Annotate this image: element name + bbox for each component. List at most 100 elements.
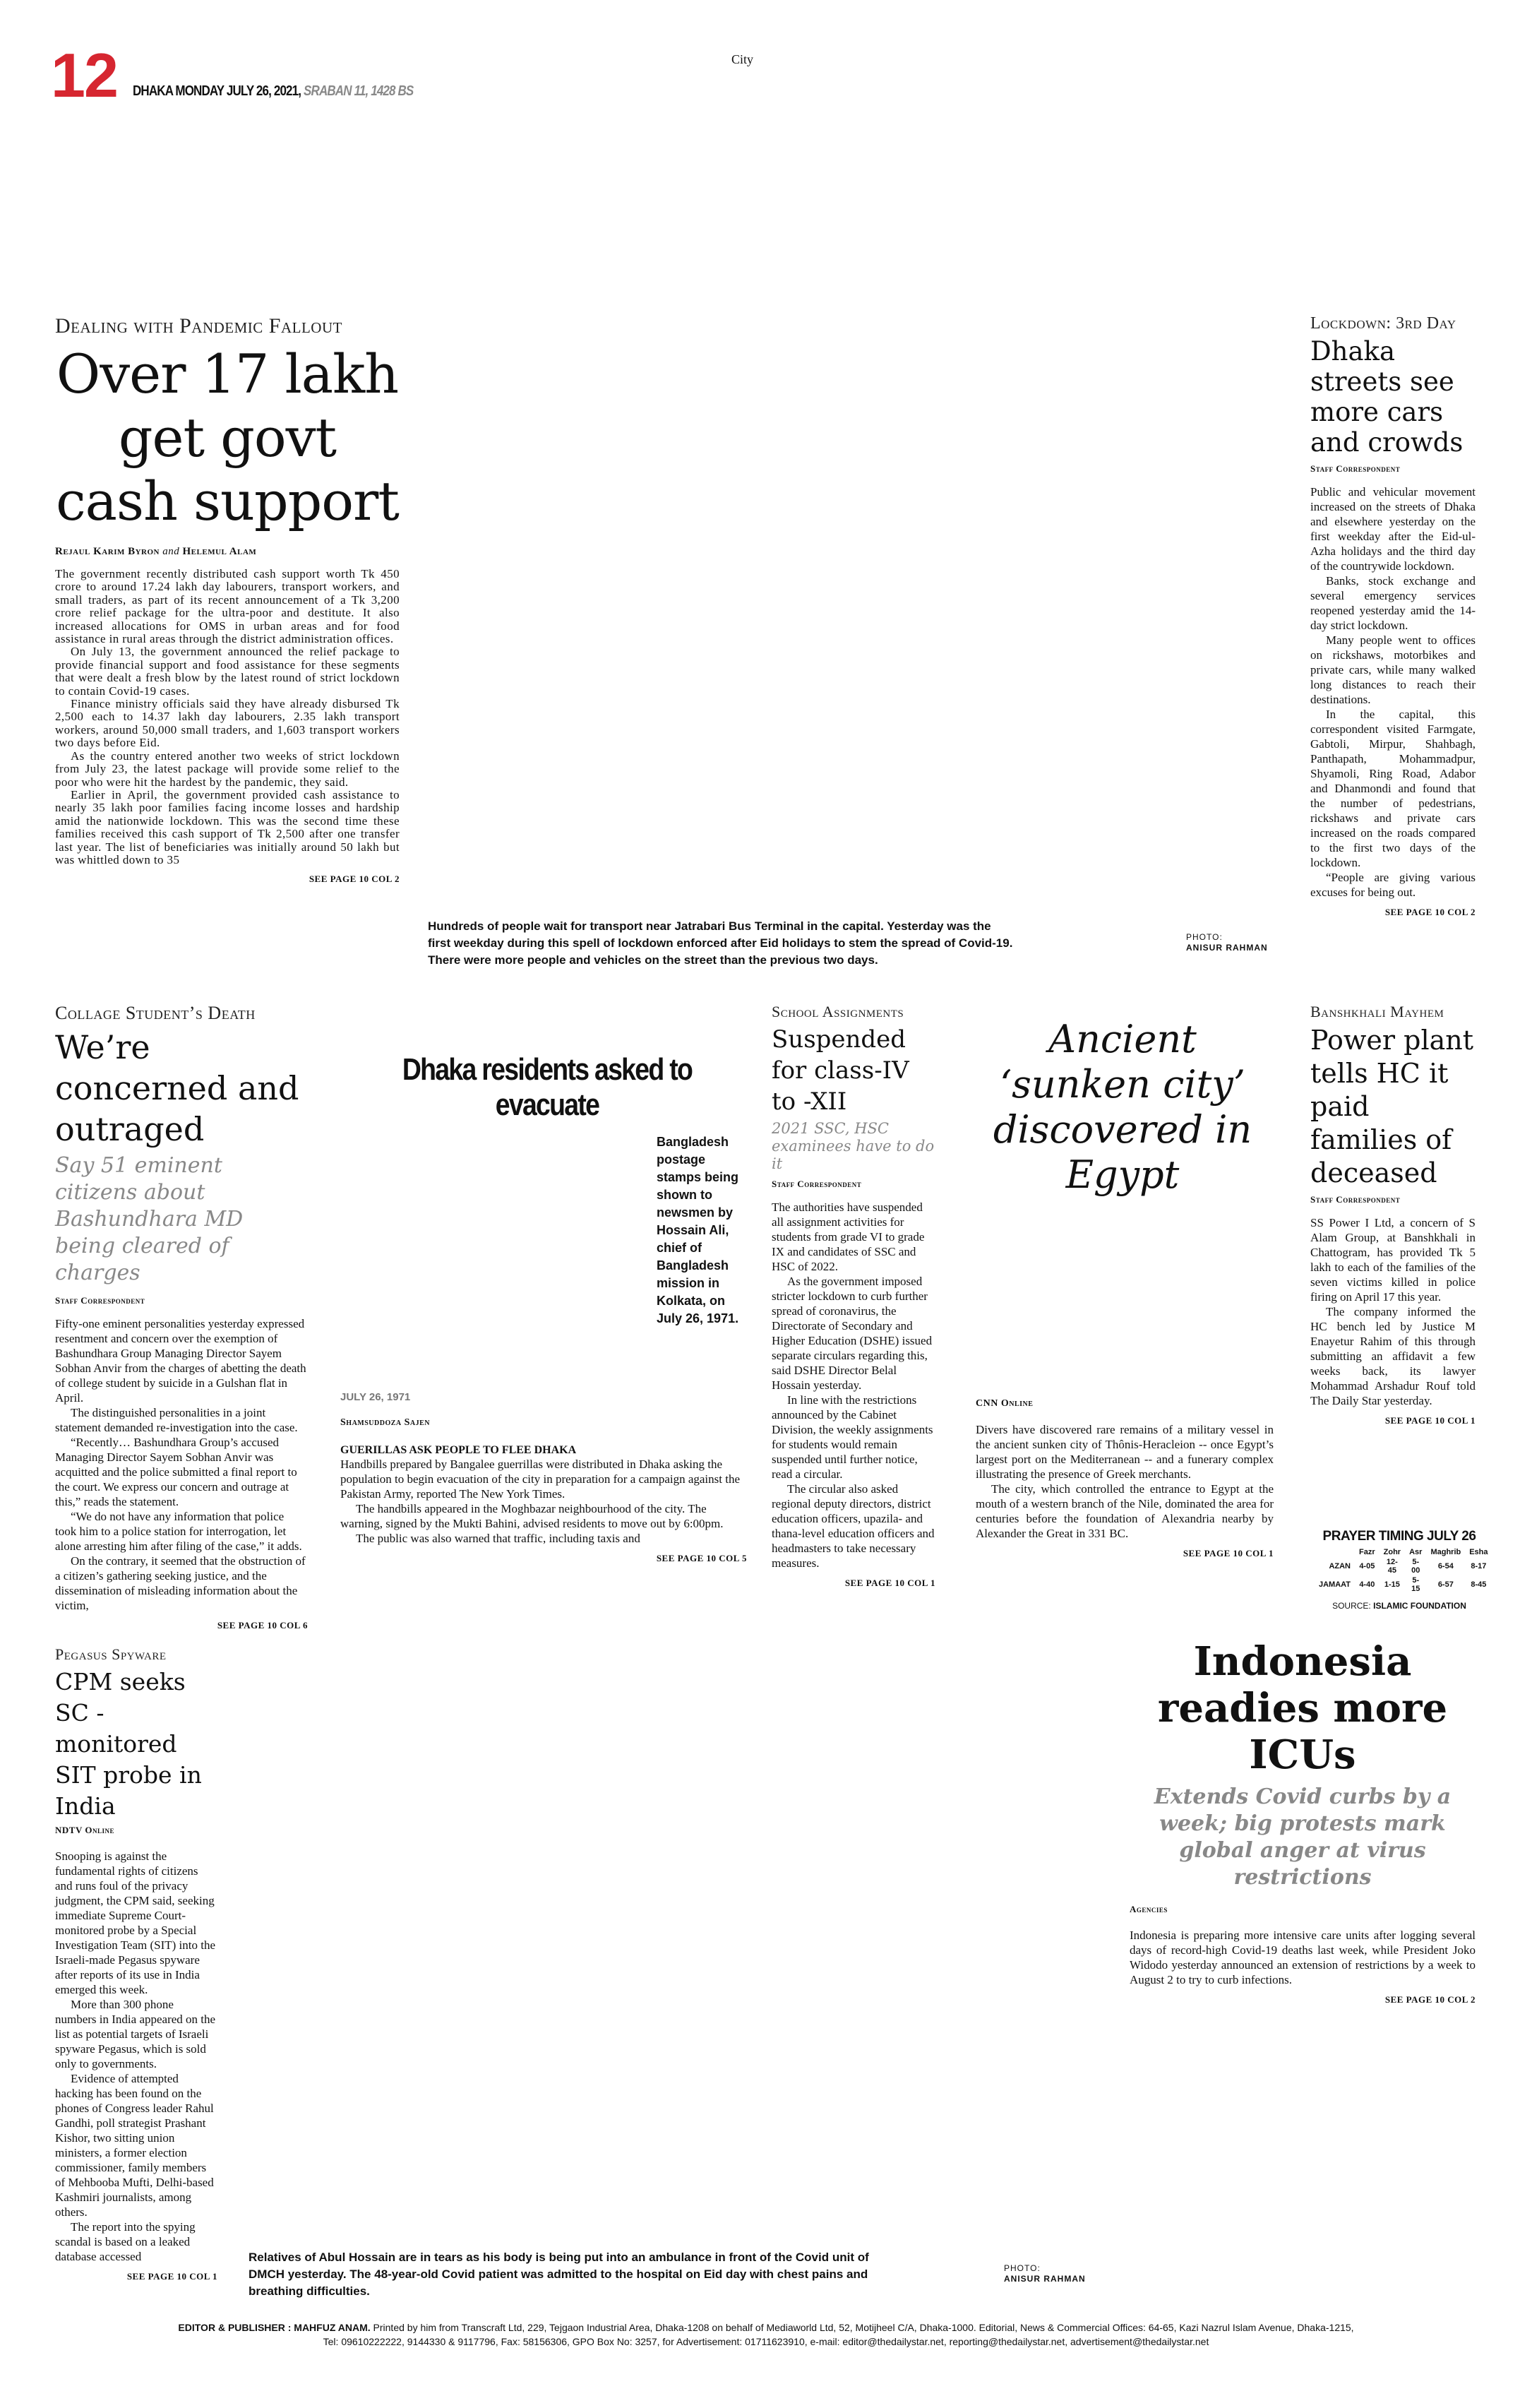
paragraph: On the contrary, it seemed that the obst… bbox=[55, 1554, 306, 1612]
continued-link[interactable]: SEE PAGE 10 COL 1 bbox=[844, 1578, 935, 1588]
headline: Power plant tells HC it paid families of… bbox=[1310, 1025, 1474, 1188]
cell: 5-15 bbox=[1411, 1576, 1420, 1593]
paragraph: Banks, stock exchange and several emerge… bbox=[1310, 574, 1476, 632]
stamp-caption: Bangladesh postage stamps being shown to… bbox=[657, 1135, 739, 1325]
credit-name: ANISUR RAHMAN bbox=[1004, 2274, 1086, 2284]
paragraph: “People are giving various excuses for b… bbox=[1310, 871, 1476, 899]
cell: AZAN bbox=[1329, 1562, 1351, 1570]
subhead: Say 51 eminent citizens about Bashundhar… bbox=[55, 1153, 244, 1285]
source: ISLAMIC FOUNDATION bbox=[1373, 1601, 1466, 1611]
prayer-source: SOURCE: ISLAMIC FOUNDATION bbox=[1315, 1601, 1484, 1611]
photo-caption: Hundreds of people wait for transport ne… bbox=[428, 919, 1013, 967]
paragraph: On July 13, the government announced the… bbox=[55, 645, 400, 698]
headline: Indonesia readies more ICUs bbox=[1157, 1638, 1448, 1778]
paragraph: In line with the restrictions announced … bbox=[772, 1393, 933, 1481]
author: Rejaul Karim Byron bbox=[55, 546, 160, 557]
kicker: School Assignments bbox=[772, 1003, 904, 1020]
paragraph: Divers have discovered rare remains of a… bbox=[976, 1423, 1274, 1481]
paragraph: The distinguished personalities in a joi… bbox=[55, 1406, 298, 1434]
continued-link[interactable]: SEE PAGE 10 COL 6 bbox=[217, 1620, 308, 1631]
lead-story: Dealing with Pandemic Fallout Over 17 la… bbox=[55, 314, 400, 885]
date: DHAKA MONDAY JULY 26, 2021, bbox=[133, 83, 301, 99]
credit-name: ANISUR RAHMAN bbox=[1186, 943, 1268, 953]
continued-link[interactable]: SEE PAGE 10 COL 2 bbox=[309, 874, 400, 885]
paragraph: More than 300 phone numbers in India app… bbox=[55, 1998, 216, 2070]
article-body: The authorities have suspended all assig… bbox=[772, 1200, 935, 1570]
pegasus-story: Pegasus Spyware CPM seeks SC -monitored … bbox=[55, 1645, 217, 2282]
subhead: 2021 SSC, HSC examinees have to do it bbox=[772, 1120, 935, 1172]
cell: 6-57 bbox=[1437, 1580, 1454, 1589]
paragraph: Finance ministry officials said they hav… bbox=[55, 697, 400, 750]
collage-story: Collage Student’s Death We’re concerned … bbox=[55, 1003, 308, 1631]
headline: Dhaka streets see more cars and crowds bbox=[1310, 336, 1464, 458]
paragraph: As the government imposed stricter lockd… bbox=[772, 1275, 933, 1392]
bangla-date: SRABAN 11, 1428 BS bbox=[304, 83, 414, 99]
subtitle: GUERILLAS ASK PEOPLE TO FLEE DHAKA bbox=[340, 1444, 577, 1456]
paragraph: Fifty-one eminent personalities yesterda… bbox=[55, 1317, 306, 1405]
byline: Agencies bbox=[1130, 1904, 1168, 1914]
cell: 4-40 bbox=[1359, 1580, 1375, 1589]
kicker: Pegasus Spyware bbox=[55, 1645, 167, 1663]
cell: Asr bbox=[1409, 1548, 1423, 1556]
continued-link[interactable]: SEE PAGE 10 COL 1 bbox=[1384, 1415, 1476, 1426]
continued-link[interactable]: SEE PAGE 10 COL 2 bbox=[1384, 907, 1476, 917]
headline: Suspended for class-IV to -XII bbox=[772, 1025, 909, 1116]
cell: Maghrib bbox=[1430, 1548, 1461, 1556]
cell: Zohr bbox=[1383, 1548, 1401, 1556]
byline: CNN Online bbox=[976, 1398, 1034, 1409]
paragraph: The company informed the HC bench led by… bbox=[1310, 1305, 1476, 1407]
paragraph: Public and vehicular movement increased … bbox=[1310, 485, 1476, 573]
banshkhali-story: Banshkhali Mayhem Power plant tells HC i… bbox=[1310, 1003, 1476, 1426]
continued-link[interactable]: SEE PAGE 10 COL 1 bbox=[126, 2271, 217, 2282]
byline: Rejaul Karim Byron and Helemul Alam bbox=[55, 546, 400, 558]
credit-label: PHOTO: bbox=[1186, 932, 1223, 942]
byline: NDTV Online bbox=[55, 1825, 114, 1835]
cell bbox=[1315, 1547, 1355, 1557]
headline: We’re concerned and outraged bbox=[55, 1028, 299, 1148]
cell: 1-15 bbox=[1384, 1580, 1400, 1589]
school-story: School Assignments Suspended for class-I… bbox=[772, 1003, 935, 1589]
indonesia-story: Indonesia readies more ICUs Extends Covi… bbox=[1130, 1638, 1476, 2005]
dateline: JULY 26, 1971 bbox=[340, 1391, 411, 1403]
cell: 6-54 bbox=[1437, 1562, 1454, 1570]
kicker: Collage Student’s Death bbox=[55, 1003, 256, 1023]
paragraph: The government recently distributed cash… bbox=[55, 567, 400, 646]
section-name: City bbox=[731, 52, 754, 66]
cell: 4-05 bbox=[1359, 1562, 1375, 1570]
byline: Staff Correspondent bbox=[772, 1179, 862, 1189]
imprint-line-2: Tel: 09610222222, 9144330 & 9117796, Fax… bbox=[323, 2336, 1209, 2347]
photo-caption: Relatives of Abul Hossain are in tears a… bbox=[249, 2251, 869, 2298]
continued-link[interactable]: SEE PAGE 10 COL 5 bbox=[656, 1553, 747, 1563]
jamaat-row: JAMAAT 4-40 1-15 5-15 6-57 8-45 bbox=[1315, 1575, 1492, 1594]
continued-link[interactable]: SEE PAGE 10 COL 1 bbox=[1183, 1548, 1274, 1558]
continued-link[interactable]: SEE PAGE 10 COL 2 bbox=[1384, 1994, 1476, 2005]
paragraph: The handbills appeared in the Moghbazar … bbox=[340, 1502, 724, 1530]
imprint-text: Printed by him from Transcraft Ltd, 229,… bbox=[373, 2322, 1354, 2333]
byline: Staff Correspondent bbox=[1310, 463, 1401, 474]
cell: 12-45 bbox=[1386, 1558, 1398, 1575]
headline: CPM seeks SC -monitored SIT probe in Ind… bbox=[55, 1668, 202, 1820]
paragraph: The authorities have suspended all assig… bbox=[772, 1200, 925, 1273]
headline: Ancient ‘sunken city’ discovered in Egyp… bbox=[993, 1017, 1252, 1197]
cell: 8-45 bbox=[1471, 1580, 1487, 1589]
article-body: Divers have discovered rare remains of a… bbox=[976, 1422, 1274, 1541]
paragraph: Evidence of attempted hacking has been f… bbox=[55, 2072, 214, 2219]
kicker: Lockdown: 3rd Day bbox=[1310, 314, 1456, 333]
kicker: Dealing with Pandemic Fallout bbox=[55, 314, 342, 338]
paragraph: Indonesia is preparing more intensive ca… bbox=[1130, 1929, 1476, 1986]
cell: JAMAAT bbox=[1319, 1580, 1351, 1589]
article-body: Indonesia is preparing more intensive ca… bbox=[1130, 1928, 1476, 1987]
subhead: Extends Covid curbs by a week; big prote… bbox=[1154, 1784, 1452, 1890]
dateline: DHAKA MONDAY JULY 26, 2021, SRABAN 11, 1… bbox=[133, 83, 414, 100]
lockdown-story: Lockdown: 3rd Day Dhaka streets see more… bbox=[1310, 314, 1476, 918]
evacuate-story: Dhaka residents asked to evacuate bbox=[339, 1052, 755, 1123]
photo-credit: PHOTO:ANISUR RAHMAN bbox=[1186, 932, 1268, 953]
paragraph: “Recently… Bashundhara Group’s accused M… bbox=[55, 1436, 297, 1508]
prayer-title: PRAYER TIMING JULY 26 bbox=[1322, 1529, 1476, 1544]
article-body: Fifty-one eminent personalities yesterda… bbox=[55, 1316, 308, 1613]
headline: Dhaka residents asked to evacuate bbox=[402, 1052, 693, 1122]
article-body: Public and vehicular movement increased … bbox=[1310, 484, 1476, 900]
